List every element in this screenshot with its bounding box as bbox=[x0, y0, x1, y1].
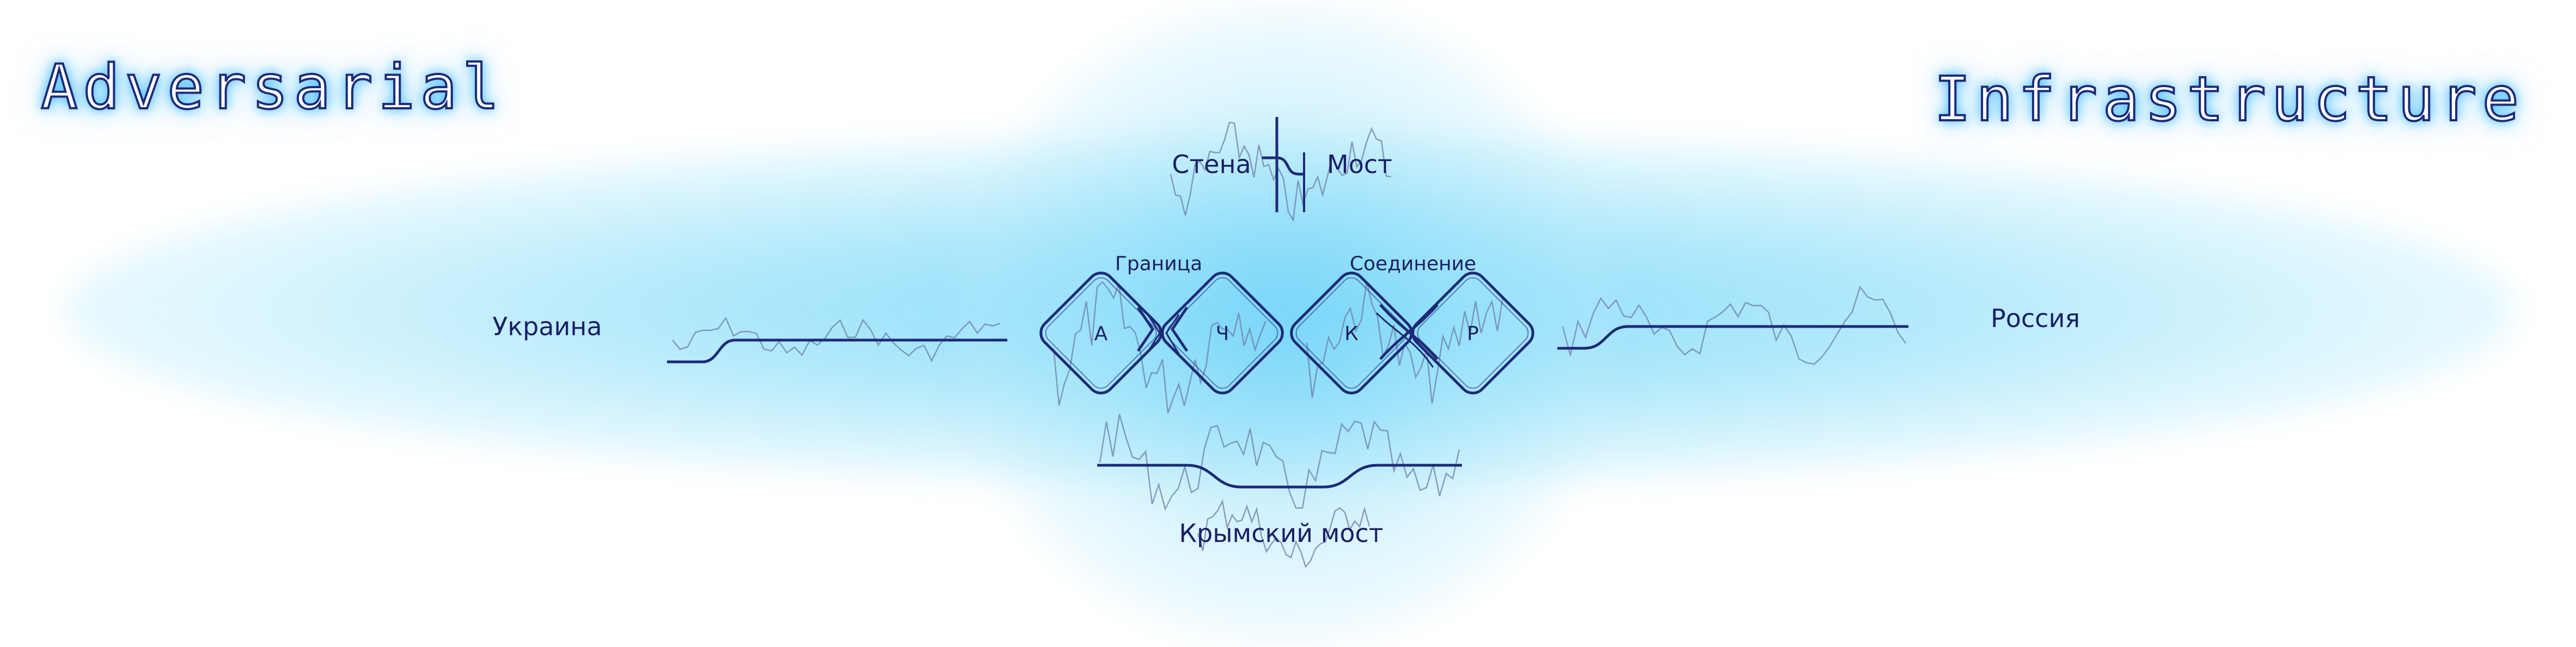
node-diamond: Р bbox=[1411, 272, 1534, 395]
ukraine-wire bbox=[667, 338, 1007, 363]
node-diamond: А bbox=[1039, 272, 1162, 395]
noise-trace bbox=[1053, 281, 1267, 414]
label-connection: Соединение bbox=[1349, 252, 1477, 275]
node-diamond: К bbox=[1290, 272, 1413, 395]
noise-trace bbox=[672, 316, 1001, 362]
background-glow-center bbox=[958, 0, 1612, 647]
node-diamond: Ч bbox=[1161, 272, 1284, 395]
noise-trace bbox=[1197, 499, 1370, 568]
label-border: Граница bbox=[1115, 252, 1203, 275]
crimean-bridge-wire bbox=[1097, 464, 1462, 489]
noise-traces bbox=[672, 121, 1907, 568]
noise-trace bbox=[1099, 414, 1460, 511]
node-label: Р bbox=[1467, 323, 1479, 345]
node-label: Ч bbox=[1216, 323, 1229, 345]
title-infrastructure: Infrastructure bbox=[1933, 63, 2524, 136]
label-russia: Россия bbox=[1990, 304, 2081, 333]
noise-trace bbox=[1170, 121, 1392, 223]
label-bridge: Мост bbox=[1327, 150, 1392, 179]
label-crimean-bridge: Крымский мост bbox=[1179, 519, 1384, 548]
node-label: А bbox=[1094, 323, 1108, 345]
russia-wire bbox=[1557, 325, 1908, 350]
node-label: К bbox=[1344, 323, 1359, 345]
connection-cross bbox=[1375, 304, 1439, 368]
noise-trace bbox=[1562, 285, 1907, 365]
label-wall: Стена bbox=[1172, 150, 1251, 179]
border-chevrons bbox=[1136, 306, 1189, 354]
title-adversarial: Adversarial bbox=[40, 51, 505, 124]
wall-bridge-glyph bbox=[1262, 117, 1305, 212]
label-ukraine: Украина bbox=[492, 312, 602, 341]
